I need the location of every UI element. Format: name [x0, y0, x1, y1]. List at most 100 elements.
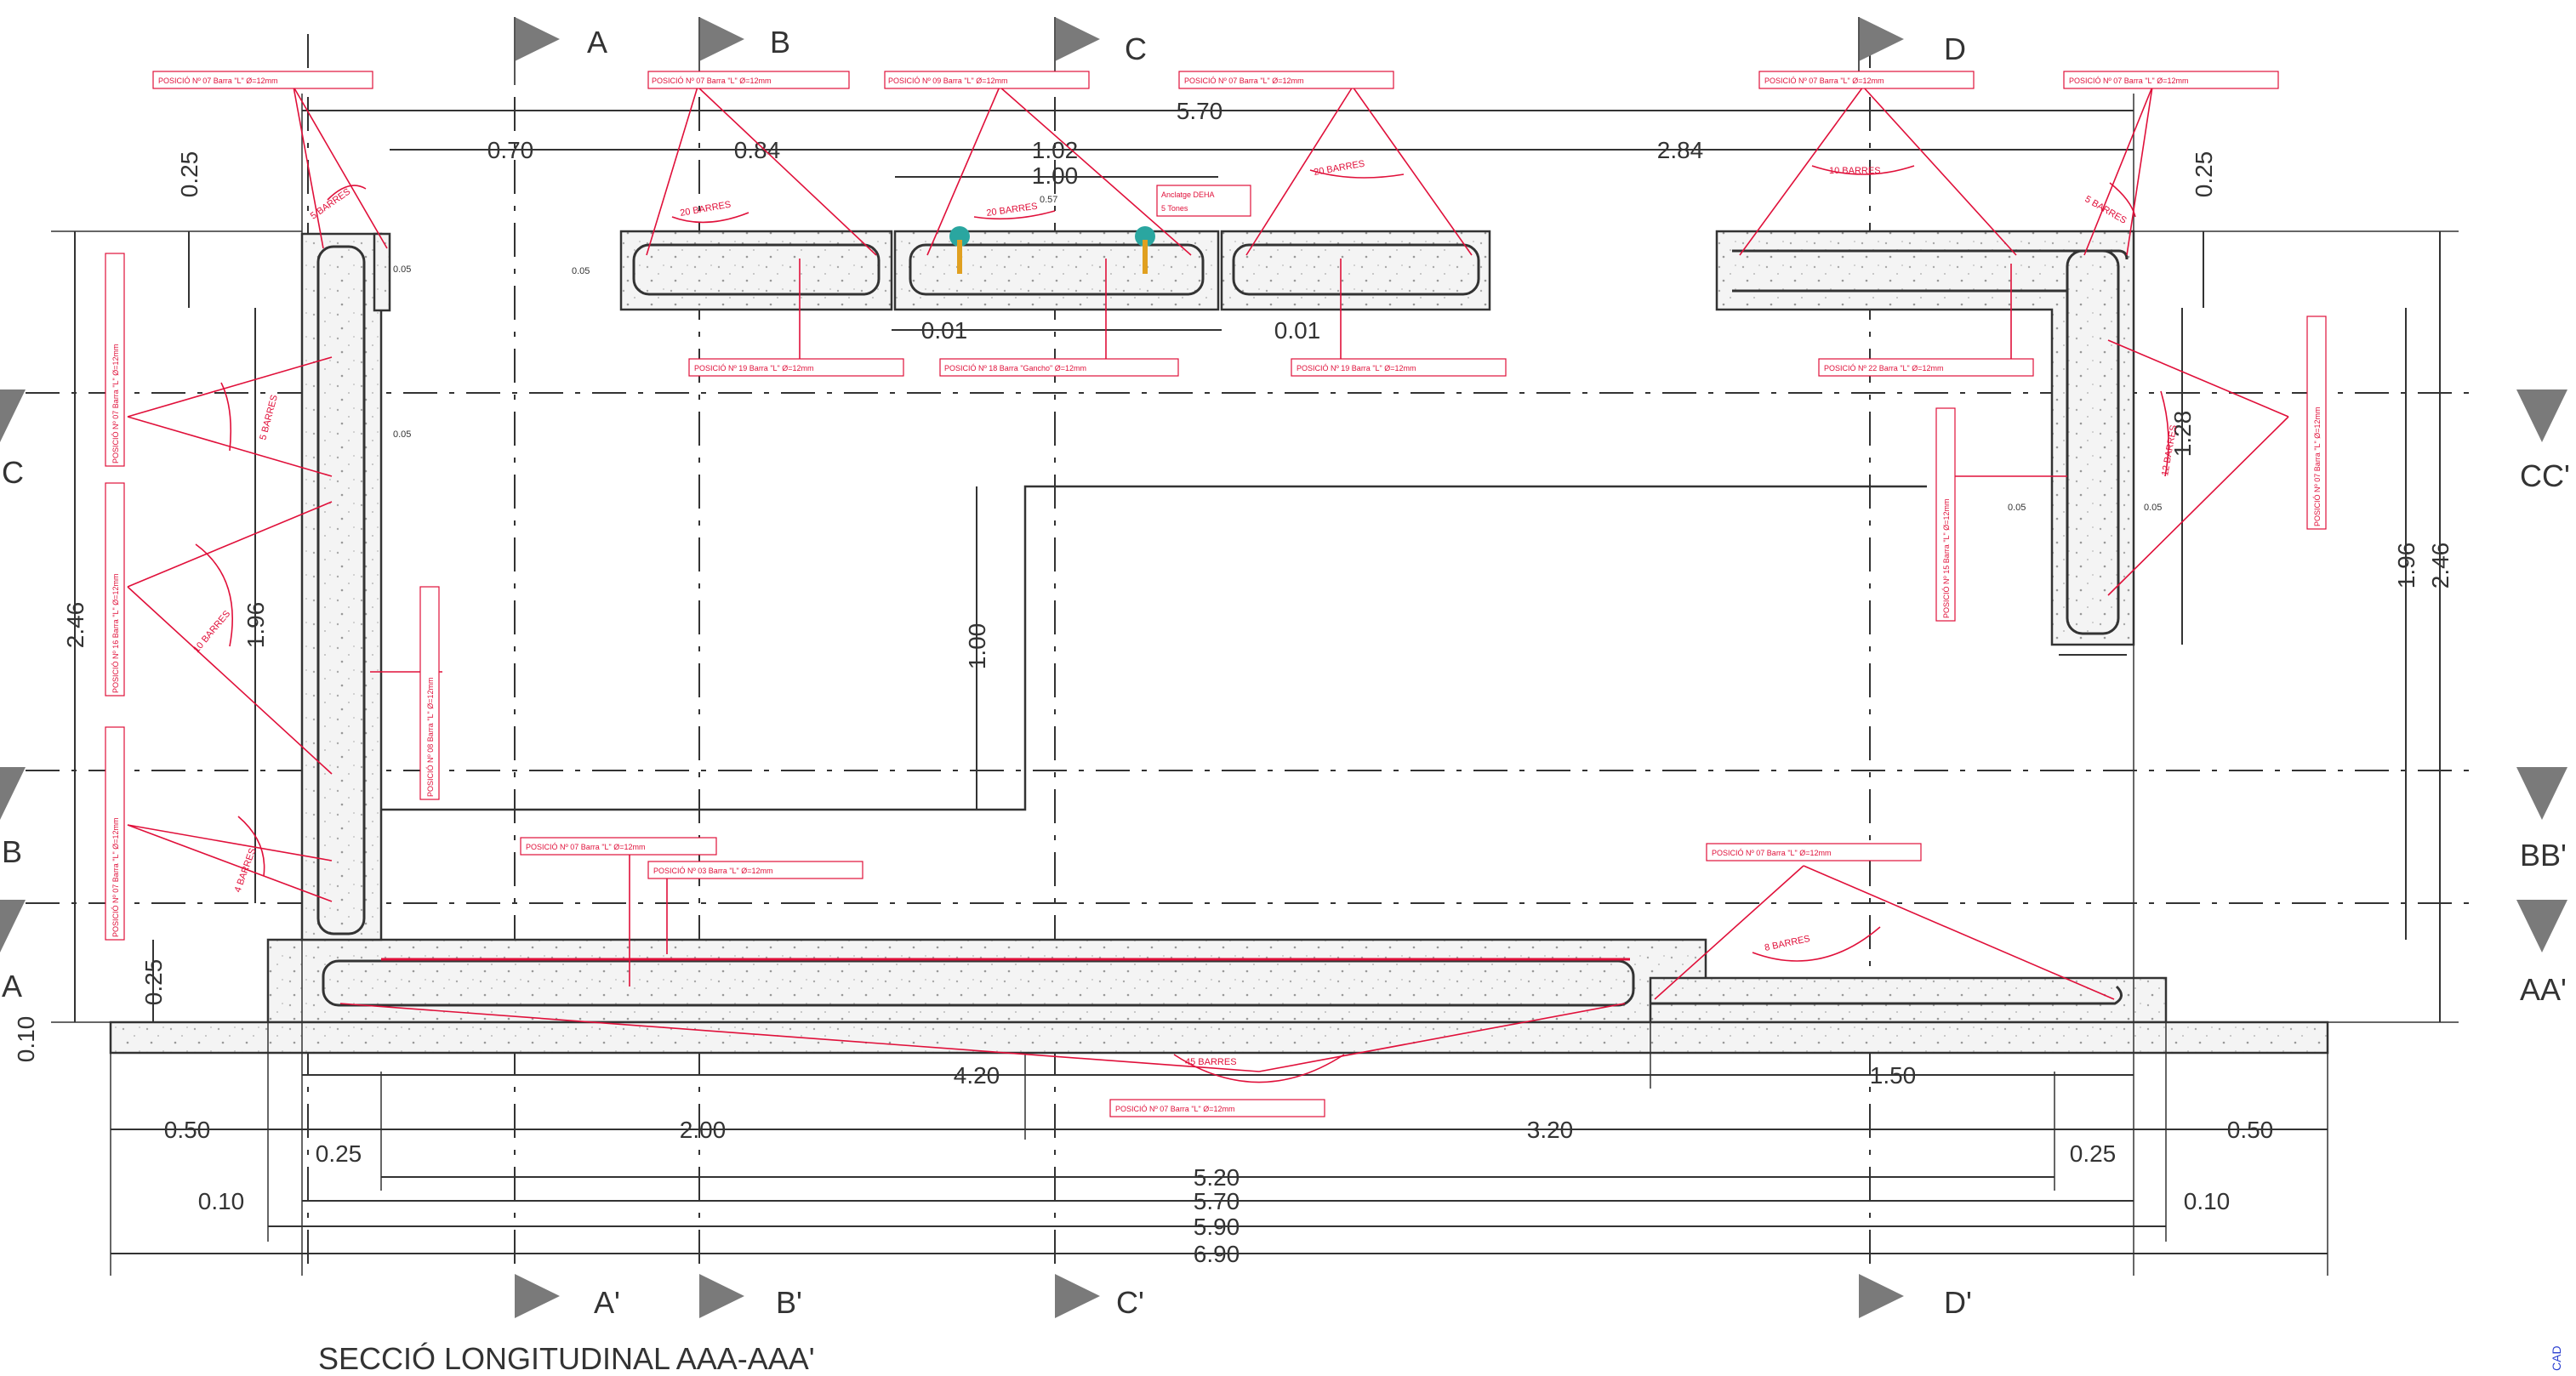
count-c2: 20 BARRES [679, 200, 732, 219]
rebars [316, 243, 2129, 1007]
dim-150: 1.50 [1870, 1062, 1917, 1089]
section-label-bottom-b: B' [776, 1285, 802, 1320]
anchors [949, 226, 1155, 274]
section-label-right-bb: BB' [2520, 838, 2567, 873]
dim-084: 0.84 [734, 137, 781, 163]
count-c4: 20 BARRES [1313, 159, 1365, 178]
extension-lines [51, 94, 2459, 1276]
dim-590: 5.90 [1194, 1214, 1240, 1240]
dim-005-b: 0.05 [572, 266, 590, 276]
section-label-top-b: B [770, 25, 790, 60]
dim-050-right: 0.50 [2227, 1117, 2274, 1143]
section-label-right-aa: AA' [2520, 972, 2567, 1007]
structure [109, 230, 2329, 1055]
dim-050-left: 0.50 [164, 1117, 211, 1143]
count-c5: 10 BARRES [1829, 166, 1881, 176]
section-label-bottom-a: A' [594, 1285, 620, 1320]
tag-t4: POSICIÓ Nº 07 Barra "L" Ø=12mm [1184, 77, 1303, 85]
dim-320: 3.20 [1527, 1117, 1574, 1143]
dim-010-bottom-right: 0.10 [2184, 1188, 2231, 1214]
tag-l2: POSICIÓ Nº 16 Barra "L" Ø=12mm [111, 574, 120, 693]
base-slab [266, 938, 1707, 1024]
tag-t1: POSICIÓ Nº 07 Barra "L" Ø=12mm [158, 77, 277, 85]
dim-520: 5.20 [1194, 1164, 1240, 1191]
top-slab-3 [1220, 230, 1491, 311]
tag-b2: POSICIÓ Nº 03 Barra "L" Ø=12mm [653, 867, 772, 875]
tag-t7: POSICIÓ Nº 19 Barra "L" Ø=12mm [694, 364, 813, 372]
tag-l3: POSICIÓ Nº 07 Barra "L" Ø=12mm [111, 818, 120, 937]
dim-010-bottom: 0.10 [198, 1188, 245, 1214]
count-c8: 10 BARRES [191, 609, 232, 655]
tag-t5: POSICIÓ Nº 07 Barra "L" Ø=12mm [1764, 77, 1884, 85]
right-l-element [1715, 230, 2135, 646]
side-label: CAD [2550, 1345, 2563, 1371]
callout-lines [127, 86, 2289, 1072]
tag-t3: POSICIÓ Nº 09 Barra "L" Ø=12mm [888, 77, 1007, 85]
dim-001a: 0.01 [921, 317, 968, 344]
lean-concrete [109, 1021, 2329, 1055]
dim-025-bottom-1: 0.25 [316, 1140, 362, 1167]
dim-025-top-left: 0.25 [176, 151, 202, 198]
tag-b4: POSICIÓ Nº 07 Barra "L" Ø=12mm [1115, 1105, 1234, 1113]
section-label-left-a: A [2, 969, 22, 1004]
dim-100-mid: 1.00 [964, 623, 990, 670]
dim-200: 2.00 [680, 1117, 727, 1143]
dim-005-e: 0.05 [2144, 503, 2162, 513]
tag-anchor: Anclatge DEHA [1161, 190, 1215, 199]
dim-128: 1.28 [2169, 411, 2196, 458]
count-c11: 8 BARRES [1764, 934, 1811, 953]
dim-010-left: 0.10 [13, 1016, 39, 1063]
dim-196-right: 1.96 [2393, 543, 2419, 589]
tag-t9: POSICIÓ Nº 19 Barra "L" Ø=12mm [1297, 364, 1416, 372]
count-c7: 5 BARRES [258, 394, 280, 441]
left-wall [300, 232, 383, 941]
section-label-bottom-c: C' [1116, 1285, 1144, 1320]
tag-b1: POSICIÓ Nº 07 Barra "L" Ø=12mm [526, 843, 645, 851]
count-arcs [195, 165, 2169, 1083]
left-wall-nib [373, 232, 391, 312]
dim-246-left: 2.46 [62, 602, 88, 649]
dim-690: 6.90 [1194, 1241, 1240, 1267]
base-slab-right [1649, 976, 2168, 1024]
tag-t10: POSICIÓ Nº 22 Barra "L" Ø=12mm [1824, 364, 1943, 372]
section-label-top-d: D [1944, 31, 1966, 66]
dim-005-c: 0.05 [393, 429, 411, 440]
tag-t8: POSICIÓ Nº 18 Barra "Gancho" Ø=12mm [944, 364, 1086, 372]
section-label-left-c: C [2, 455, 24, 490]
dim-057: 0.57 [1040, 195, 1057, 205]
dim-420: 4.20 [954, 1062, 1000, 1089]
tag-l4: POSICIÓ Nº 08 Barra "L" Ø=12mm [426, 678, 435, 797]
dim-005-a: 0.05 [393, 264, 411, 275]
dim-284: 2.84 [1657, 137, 1704, 163]
dimension-texts: 5.70 0.70 0.84 1.02 1.00 2.84 0.01 0.01 … [13, 98, 2453, 1267]
dim-196-left: 1.96 [242, 602, 269, 649]
top-slab-2 [893, 230, 1220, 311]
tag-l1: POSICIÓ Nº 07 Barra "L" Ø=12mm [111, 344, 120, 463]
dim-025-bottom-2: 0.25 [2070, 1140, 2117, 1167]
section-label-top-c: C [1125, 31, 1147, 66]
section-label-top-a: A [587, 25, 607, 60]
tag-boxes [105, 71, 2327, 1117]
dim-246-right: 2.46 [2427, 543, 2453, 589]
dim-top-total: 5.70 [1177, 98, 1223, 124]
dim-100: 1.00 [1032, 162, 1079, 189]
dim-570: 5.70 [1194, 1188, 1240, 1214]
tag-r1: POSICIÓ Nº 07 Barra "L" Ø=12mm [2313, 407, 2322, 526]
dim-005-d: 0.05 [2008, 503, 2026, 513]
dim-001b: 0.01 [1274, 317, 1321, 344]
section-label-bottom-d: D' [1944, 1285, 1972, 1320]
count-c10: 45 BARRES [1185, 1057, 1237, 1067]
section-markers [0, 17, 2567, 1318]
section-label-left-b: B [2, 834, 22, 869]
dimension-lines [74, 110, 2441, 1254]
tag-r2: POSICIÓ Nº 15 Barra "L" Ø=12mm [1942, 499, 1951, 618]
top-slab-1 [619, 230, 893, 311]
drawing-title: SECCIÓ LONGITUDINAL AAA-AAA' [318, 1341, 815, 1376]
dim-025-bottom-left: 0.25 [140, 959, 167, 1006]
count-c6: 5 BARRES [2083, 194, 2129, 226]
tag-anchor-2: 5 Tones [1161, 204, 1188, 213]
dim-102: 1.02 [1032, 137, 1079, 163]
dim-070: 0.70 [487, 137, 534, 163]
dim-025-top-right: 0.25 [2191, 151, 2217, 198]
